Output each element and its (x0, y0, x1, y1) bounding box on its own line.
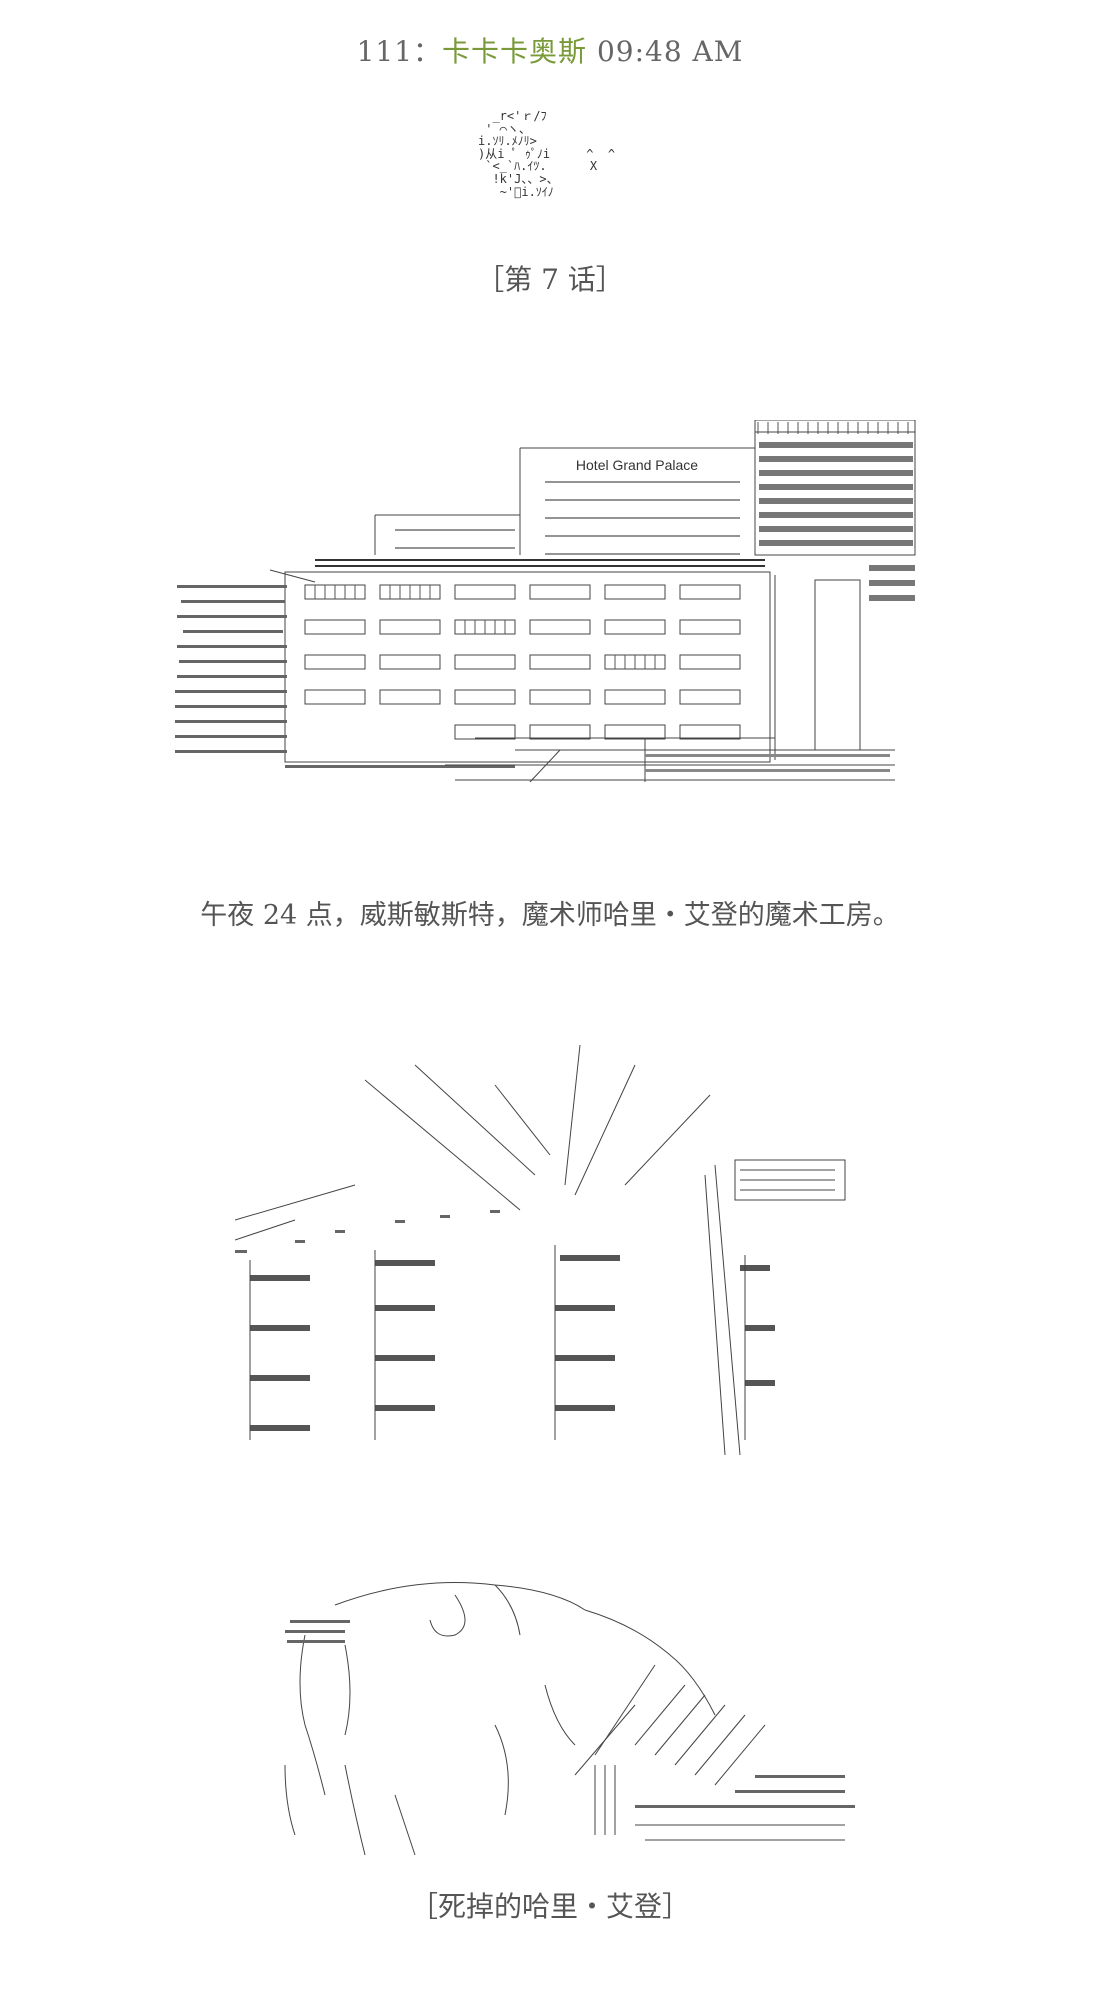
post-separator: ： (413, 35, 443, 68)
ascii-art-character: _r<'ｒ/ﾌ ' ⌒ヽ、 i.ｿﾘ.ﾒﾉﾘ> )从i ﾟ ｩﾟﾉi ^ ^ `… (478, 110, 616, 199)
post-author[interactable]: 卡卡卡奥斯 (442, 35, 588, 68)
post-time: 09:48 AM (596, 35, 744, 68)
hotel-sign: Hotel Grand Palace (576, 457, 698, 473)
post-number: 111 (356, 35, 414, 68)
chapter-title: ［第 7 话］ (476, 263, 624, 296)
ascii-art-dead-body (284, 1582, 855, 1856)
ascii-art-workshop (235, 1044, 846, 1455)
post-header: 111：卡卡卡奥斯 09:48 AM (0, 30, 1100, 70)
scene-caption: 午夜 24 点，威斯敏斯特，魔术师哈里・艾登的魔术工房。 (200, 900, 900, 931)
dead-caption: ［死掉的哈里・艾登］ (409, 1890, 690, 1923)
ascii-art-hotel: Hotel Grand Palace (175, 420, 916, 783)
